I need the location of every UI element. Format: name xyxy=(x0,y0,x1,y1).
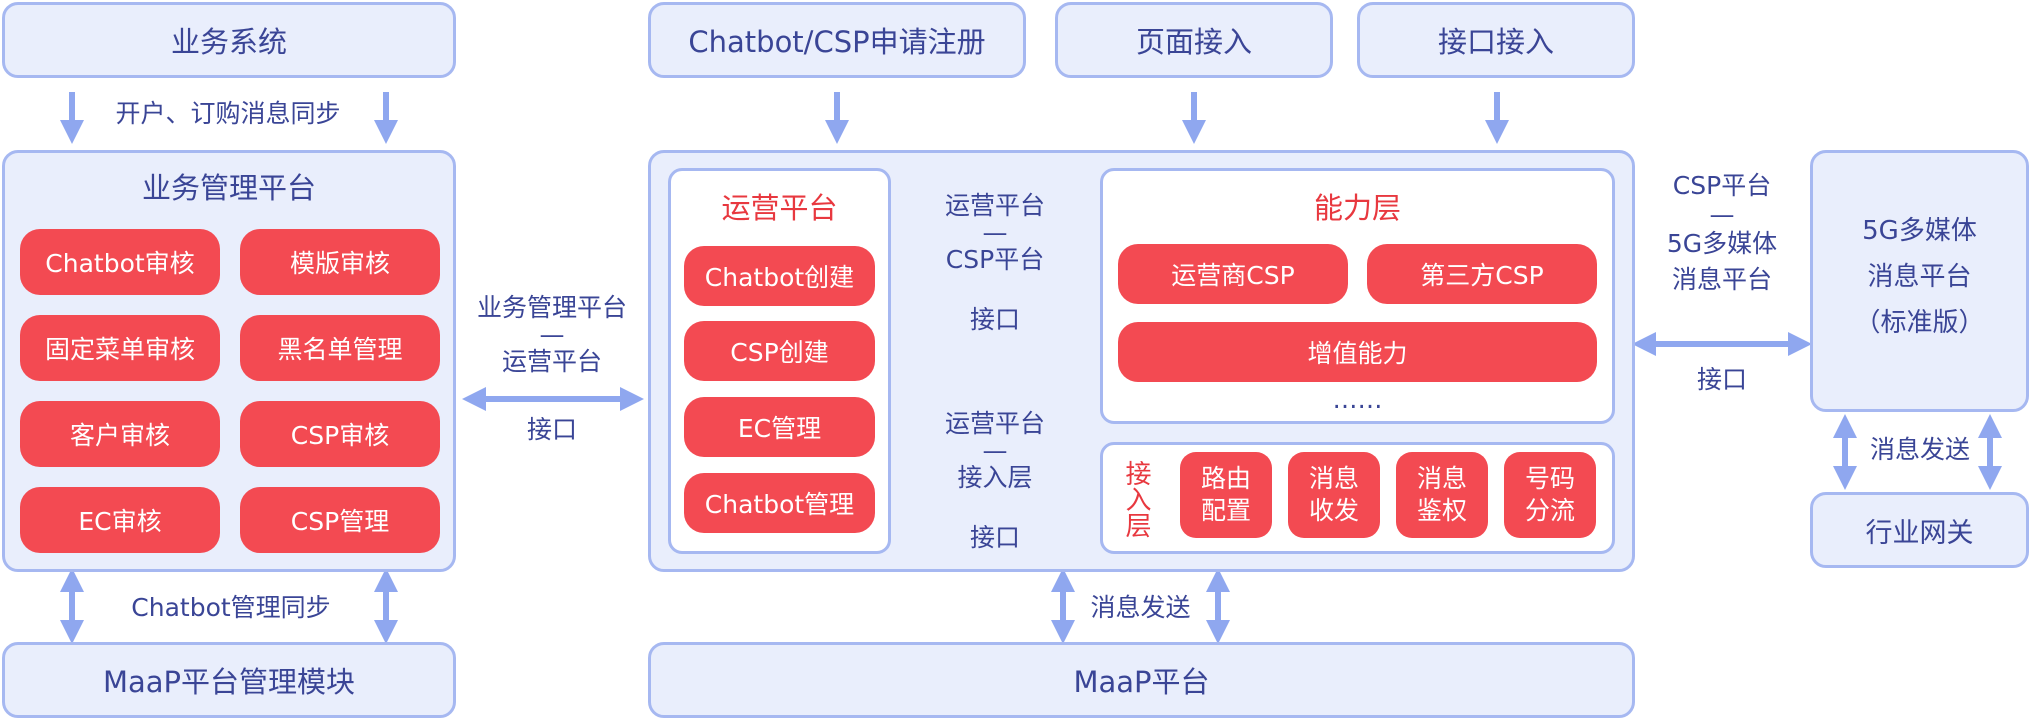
chatbot-sync-label: Chatbot管理同步 xyxy=(131,593,331,622)
msg-send-right-label: 消息发送 xyxy=(1869,435,1970,464)
ops-item: CSP创建 xyxy=(684,321,875,381)
link-line: 运营平台 xyxy=(501,347,602,376)
capability-item: 增值能力 xyxy=(1118,322,1597,382)
page-access-label: 页面接入 xyxy=(1135,25,1252,59)
capability-item: 第三方CSP xyxy=(1367,244,1597,304)
platform-5g-label: 5G多媒体 消息平台 （标准版） xyxy=(1810,208,2029,346)
ops-item: Chatbot管理 xyxy=(684,473,875,533)
register-label: Chatbot/CSP申请注册 xyxy=(688,25,986,59)
link-line: — xyxy=(539,320,565,349)
ops-item: EC管理 xyxy=(684,397,875,457)
msg-send-bottom-label: 消息发送 xyxy=(1090,593,1191,622)
bmp-title: 业务管理平台 xyxy=(141,171,316,205)
ops-title: 运营平台 xyxy=(721,191,838,225)
link-line: 5G多媒体 xyxy=(1666,229,1778,258)
link-ops-csp-label: 运营平台 — CSP平台 xyxy=(905,190,1085,276)
link-line: — xyxy=(982,218,1008,247)
link-line: CSP平台 xyxy=(1672,171,1772,200)
link-bmp-ops-api: 接口 xyxy=(526,415,577,444)
link-line: — xyxy=(1709,200,1735,229)
access-item: 消息收发 xyxy=(1288,452,1380,538)
link-line: 运营平台 xyxy=(944,191,1045,220)
link-line: 接入层 xyxy=(957,463,1033,492)
page-access-box: 页面接入 xyxy=(1055,2,1333,78)
link-line: — xyxy=(982,436,1008,465)
bmp-item: 黑名单管理 xyxy=(240,315,440,381)
bmp-item: 客户审核 xyxy=(20,401,220,467)
access-item-label: 消息鉴权 xyxy=(1416,464,1467,525)
link-line: 消息平台 xyxy=(1671,265,1772,294)
platform-5g xyxy=(1810,150,2029,412)
bmp-item: CSP管理 xyxy=(240,487,440,553)
link-ops-access-label: 运营平台 — 接入层 xyxy=(905,408,1085,494)
access-item: 消息鉴权 xyxy=(1396,452,1488,538)
bmp-item: 模版审核 xyxy=(240,229,440,295)
api-access-label: 接口接入 xyxy=(1437,25,1554,59)
industry-gateway-label: 行业网关 xyxy=(1865,517,1974,549)
access-item: 号码分流 xyxy=(1504,452,1596,538)
link-csp-5g-label: CSP平台 — 5G多媒体 消息平台 xyxy=(1632,168,1812,298)
register-box: Chatbot/CSP申请注册 xyxy=(648,2,1026,78)
platform-5g-line: 消息平台 xyxy=(1867,262,1972,292)
access-item-label: 路由配置 xyxy=(1200,464,1251,525)
link-line: 业务管理平台 xyxy=(476,293,627,322)
capability-item: 运营商CSP xyxy=(1118,244,1348,304)
api-access-box: 接口接入 xyxy=(1357,2,1635,78)
business-system-box: 业务系统 xyxy=(2,2,456,78)
maap-module-box: MaaP平台管理模块 xyxy=(2,642,456,718)
business-system-label: 业务系统 xyxy=(170,25,287,59)
link-line: 运营平台 xyxy=(944,409,1045,438)
maap-platform-label: MaaP平台 xyxy=(1073,665,1210,699)
sync-label: 开户、订购消息同步 xyxy=(115,99,341,128)
access-item-label: 号码分流 xyxy=(1524,464,1575,525)
bmp-item: CSP审核 xyxy=(240,401,440,467)
platform-5g-line: 5G多媒体 xyxy=(1862,216,1977,246)
bmp-item: Chatbot审核 xyxy=(20,229,220,295)
maap-module-label: MaaP平台管理模块 xyxy=(102,665,356,699)
capability-ellipsis: …… xyxy=(1332,385,1383,414)
platform-5g-line: （标准版） xyxy=(1854,308,1985,338)
link-bmp-ops-label: 业务管理平台 — 运营平台 xyxy=(462,292,642,378)
link-line: CSP平台 xyxy=(945,245,1045,274)
access-item: 路由配置 xyxy=(1180,452,1272,538)
bmp-item: 固定菜单审核 xyxy=(20,315,220,381)
ops-item: Chatbot创建 xyxy=(684,246,875,306)
link-csp-5g-api: 接口 xyxy=(1696,365,1747,394)
access-layer-title: 接入层 xyxy=(1121,460,1151,538)
link-ops-access-api: 接口 xyxy=(969,523,1020,552)
link-ops-csp-api: 接口 xyxy=(969,305,1020,334)
capability-title: 能力层 xyxy=(1313,191,1401,225)
maap-platform-box: MaaP平台 xyxy=(648,642,1635,718)
industry-gateway-box: 行业网关 xyxy=(1810,492,2029,568)
bmp-item: EC审核 xyxy=(20,487,220,553)
access-item-label: 消息收发 xyxy=(1308,464,1359,525)
